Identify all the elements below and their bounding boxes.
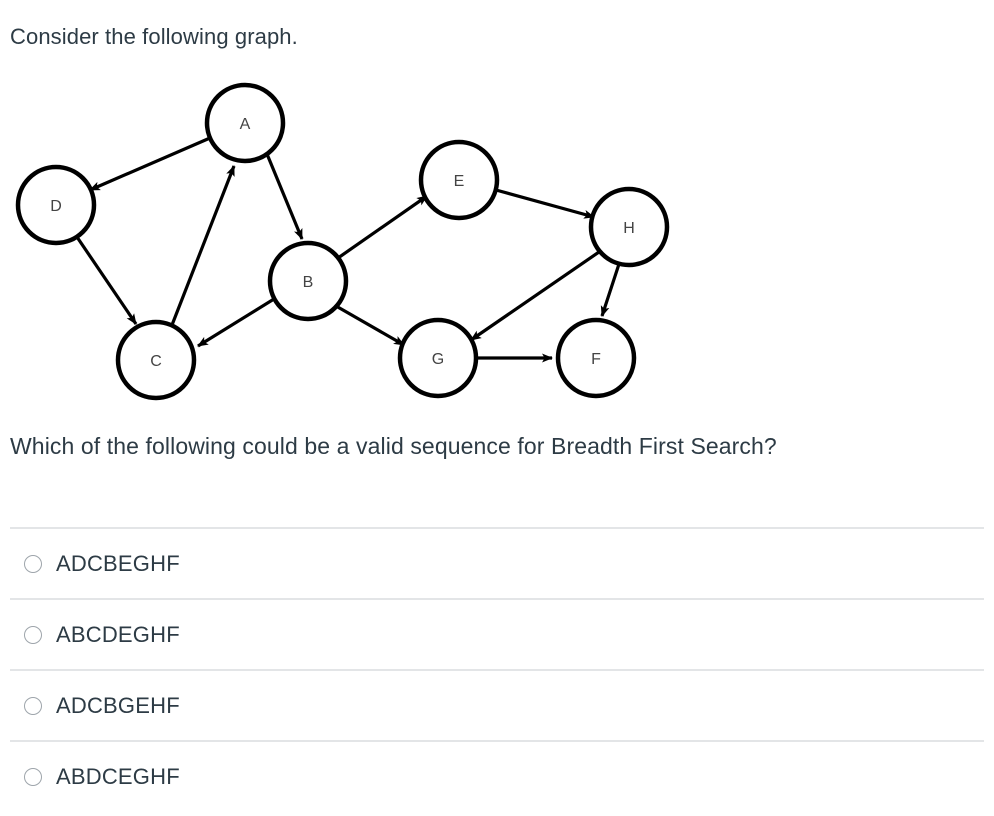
edge-B-to-E — [337, 194, 428, 260]
graph-node-E: E — [418, 139, 500, 221]
graph-node-label-C: C — [150, 353, 162, 370]
graph-node-label-D: D — [50, 198, 62, 215]
graph-node-C: C — [115, 319, 197, 401]
graph-node-D: D — [15, 164, 97, 246]
graph-node-G: G — [397, 317, 479, 399]
graph-node-label-A: A — [240, 116, 251, 133]
radio-button-icon-option-2[interactable] — [24, 625, 42, 644]
edge-A-to-B — [265, 153, 304, 240]
edge-H-to-F — [600, 263, 621, 317]
graph-svg: A D B C E — [15, 82, 670, 401]
edge-H-to-G — [470, 250, 600, 342]
edge-D-to-C — [75, 236, 138, 325]
edge-B-to-G — [335, 304, 405, 347]
edge-C-to-A — [170, 165, 236, 326]
edge-B-to-C — [197, 297, 275, 348]
graph-figure: A D B C E — [0, 78, 700, 408]
radio-button-icon-option-1[interactable] — [24, 554, 42, 573]
edge-E-to-H — [495, 188, 595, 219]
graph-node-H: H — [588, 186, 670, 268]
graph-nodes: A D B C E — [15, 82, 670, 401]
edge-A-to-D — [89, 136, 211, 192]
graph-node-label-H: H — [623, 220, 635, 237]
radio-button-icon-option-4[interactable] — [24, 767, 42, 786]
graph-node-A: A — [204, 82, 286, 164]
graph-node-label-F: F — [591, 351, 601, 368]
prompt-text: Consider the following graph. — [10, 24, 298, 49]
answer-option-2[interactable]: ABCDEGHF — [10, 598, 984, 669]
radio-button-icon-option-3[interactable] — [24, 696, 42, 715]
answer-option-label-2: ABCDEGHF — [56, 621, 180, 647]
answer-option-3[interactable]: ADCBGEHF — [10, 669, 984, 740]
graph-node-label-B: B — [303, 274, 314, 291]
answer-option-label-1: ADCBEGHF — [56, 550, 180, 576]
answer-options-list: ADCBEGHF ABCDEGHF ADCBGEHF ABDCEGHF — [0, 527, 994, 811]
answer-option-1[interactable]: ADCBEGHF — [10, 527, 984, 598]
graph-node-label-G: G — [432, 351, 444, 368]
graph-node-F: F — [555, 317, 637, 399]
graph-node-B: B — [267, 240, 349, 322]
question-text: Which of the following could be a valid … — [10, 433, 777, 459]
answer-option-4[interactable]: ABDCEGHF — [10, 740, 984, 811]
answer-option-label-4: ABDCEGHF — [56, 763, 180, 789]
answer-option-label-3: ADCBGEHF — [56, 692, 180, 718]
graph-node-label-E: E — [454, 173, 465, 190]
graph-edges — [75, 136, 621, 363]
